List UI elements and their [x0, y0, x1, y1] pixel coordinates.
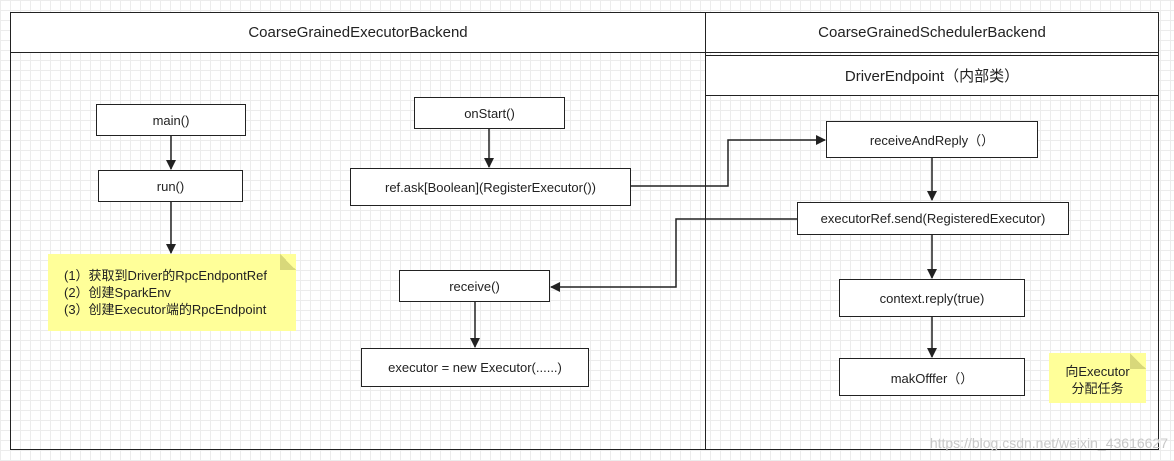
node-receive-and-reply: receiveAndReply（）	[826, 121, 1038, 158]
note-fold-corner	[280, 254, 296, 270]
node-mak-offer: makOfffer（）	[839, 358, 1025, 396]
note-line-2: (2）创建SparkEnv	[64, 285, 171, 300]
lane-header-scheduler-backend: CoarseGrainedSchedulerBackend	[705, 12, 1159, 53]
note-fold-corner	[1130, 353, 1146, 369]
node-executor-ref-send: executorRef.send(RegisteredExecutor)	[797, 202, 1069, 235]
watermark: https://blog.csdn.net/weixin_43616627	[929, 435, 1168, 451]
node-main: main()	[96, 104, 246, 136]
node-ref-ask: ref.ask[Boolean](RegisterExecutor())	[350, 168, 631, 206]
lane-header-driver-endpoint: DriverEndpoint（内部类）	[705, 55, 1159, 96]
note-assign-task: 向Executor 分配任务	[1049, 353, 1146, 403]
arrow-send-to-receive	[550, 218, 797, 292]
note-assign-line-2: 分配任务	[1071, 381, 1124, 396]
note-line-3: (3）创建Executor端的RpcEndpoint	[64, 302, 267, 317]
note-backend-steps: (1）获取到Driver的RpcEndpontRef (2）创建SparkEnv…	[48, 254, 296, 331]
node-receive: receive()	[399, 270, 550, 302]
arrow-ask-to-receiveandreply	[631, 135, 826, 187]
node-context-reply: context.reply(true)	[839, 279, 1025, 317]
note-assign-line-1: 向Executor	[1065, 364, 1130, 379]
node-new-executor: executor = new Executor(......)	[361, 348, 589, 387]
note-line-1: (1）获取到Driver的RpcEndpontRef	[64, 268, 268, 283]
node-onstart: onStart()	[414, 97, 565, 129]
node-run: run()	[98, 170, 243, 202]
lane-header-executor-backend: CoarseGrainedExecutorBackend	[10, 12, 706, 53]
